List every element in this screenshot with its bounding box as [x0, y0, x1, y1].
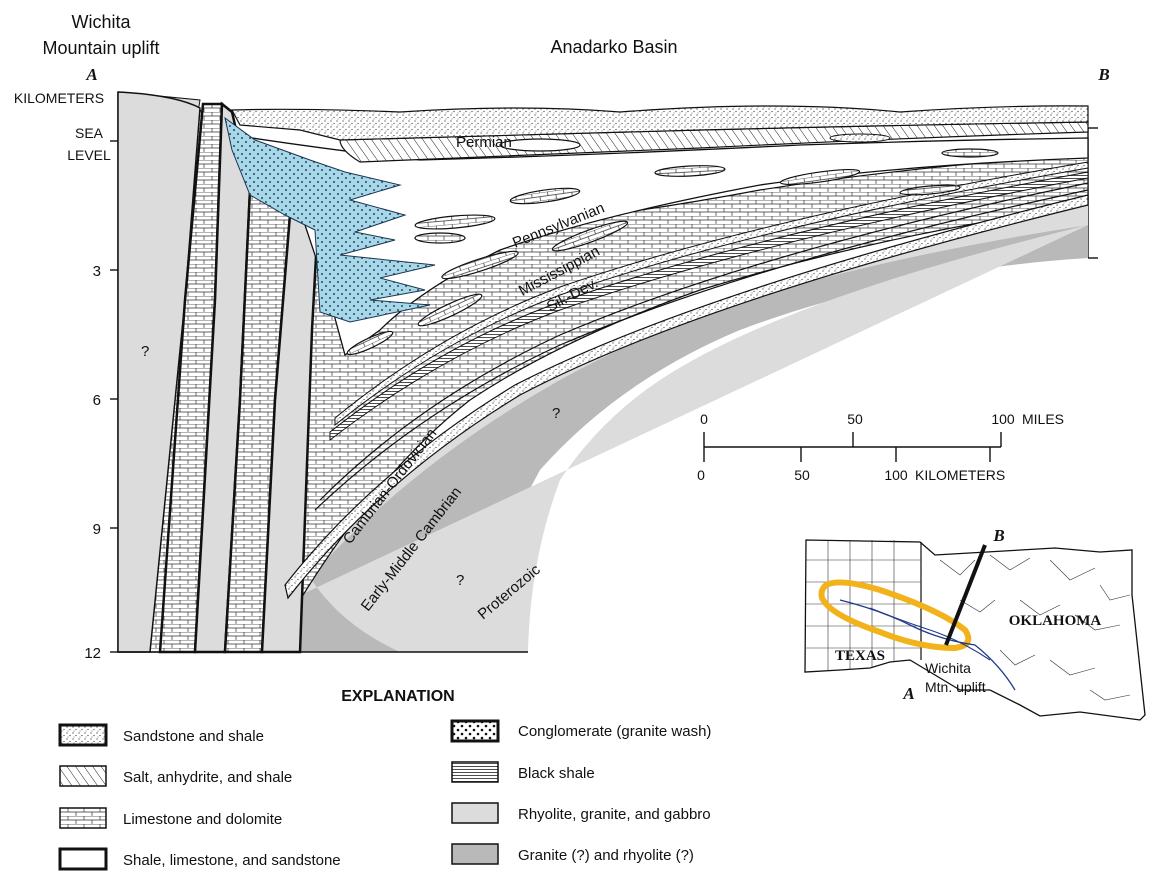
permian-sandstone: [231, 105, 1089, 141]
depth-axis: [110, 92, 119, 653]
explanation-title: EXPLANATION: [341, 688, 454, 705]
depth-unit-label: KILOMETERS: [14, 90, 104, 106]
legend-label: Sandstone and shale: [123, 728, 264, 745]
legend-item-conglomerate: Conglomerate (granite wash): [450, 719, 711, 743]
basin-title: Anadarko Basin: [550, 37, 677, 57]
legend-item-salt-anhydrite: Salt, anhydrite, and shale: [59, 765, 292, 787]
depth-tick-12: 12: [84, 645, 101, 662]
unknown-mark-1: ?: [141, 343, 149, 360]
legend-item-black-shale: Black shale: [451, 761, 595, 783]
rhyolite-basin-floor: [290, 205, 1088, 652]
depth-tick-9: 9: [93, 521, 101, 538]
legend-label: Granite (?) and rhyolite (?): [518, 847, 694, 864]
legend-label: Rhyolite, granite, and gabbro: [518, 806, 711, 823]
scale-km-unit: KILOMETERS: [915, 467, 1005, 483]
scale-km-100: 100: [884, 467, 908, 483]
scale-miles-100: 100: [991, 411, 1015, 427]
legend-label: Salt, anhydrite, and shale: [123, 769, 292, 786]
right-edge-axis: [1087, 127, 1098, 259]
left-title-line1: Wichita: [71, 12, 131, 32]
inset-highlight: [818, 579, 972, 652]
inset-uplift-line2: Mtn. uplift: [925, 679, 986, 695]
inset-label-texas: TEXAS: [835, 648, 885, 664]
legend-item-rhyolite-granite-gabbro: Rhyolite, granite, and gabbro: [451, 802, 711, 824]
point-b-label: B: [1097, 65, 1109, 84]
scale-miles-unit: MILES: [1022, 411, 1064, 427]
legend: Sandstone and shale Salt, anhydrite, and…: [58, 719, 711, 871]
legend-item-granite-rhyolite: Granite (?) and rhyolite (?): [451, 843, 694, 865]
depth-tick-6: 6: [93, 392, 101, 409]
cross-section: [117, 91, 1089, 654]
unknown-mark-2: ?: [552, 405, 560, 422]
scale-bar: [703, 432, 1002, 462]
unknown-mark-3: ?: [456, 572, 464, 589]
scale-miles-0: 0: [700, 411, 708, 427]
proterozoic-basement: [118, 225, 1088, 652]
legend-label: Limestone and dolomite: [123, 811, 282, 828]
sea-level-label-line2: LEVEL: [67, 147, 111, 163]
left-title-line2: Mountain uplift: [42, 38, 159, 58]
black-shale-band: [329, 171, 1089, 442]
scale-miles-50: 50: [847, 411, 863, 427]
granite-wash: [224, 116, 436, 323]
legend-label: Conglomerate (granite wash): [518, 723, 711, 740]
legend-label: Shale, limestone, and sandstone: [123, 852, 341, 869]
cambrian-sand-band: [284, 194, 1089, 600]
legend-item-sandstone-shale: Sandstone and shale: [58, 723, 264, 747]
inset-label-b: B: [992, 526, 1004, 545]
inset-map: [804, 539, 1146, 721]
scale-km-0: 0: [697, 467, 705, 483]
legend-item-shale-limestone-sandstone: Shale, limestone, and sandstone: [58, 847, 341, 871]
inset-label-a: A: [902, 684, 914, 703]
legend-item-limestone-dolomite: Limestone and dolomite: [59, 807, 282, 829]
pennsylvanian-shale: [230, 134, 1089, 357]
inset-uplift-line1: Wichita: [925, 660, 971, 676]
label-permian: Permian: [456, 134, 512, 151]
legend-label: Black shale: [518, 765, 595, 782]
scale-km-50: 50: [794, 467, 810, 483]
inset-label-oklahoma: OKLAHOMA: [1009, 613, 1102, 629]
point-a-label: A: [85, 65, 97, 84]
depth-tick-3: 3: [93, 263, 101, 280]
sea-level-label-line1: SEA: [75, 125, 104, 141]
